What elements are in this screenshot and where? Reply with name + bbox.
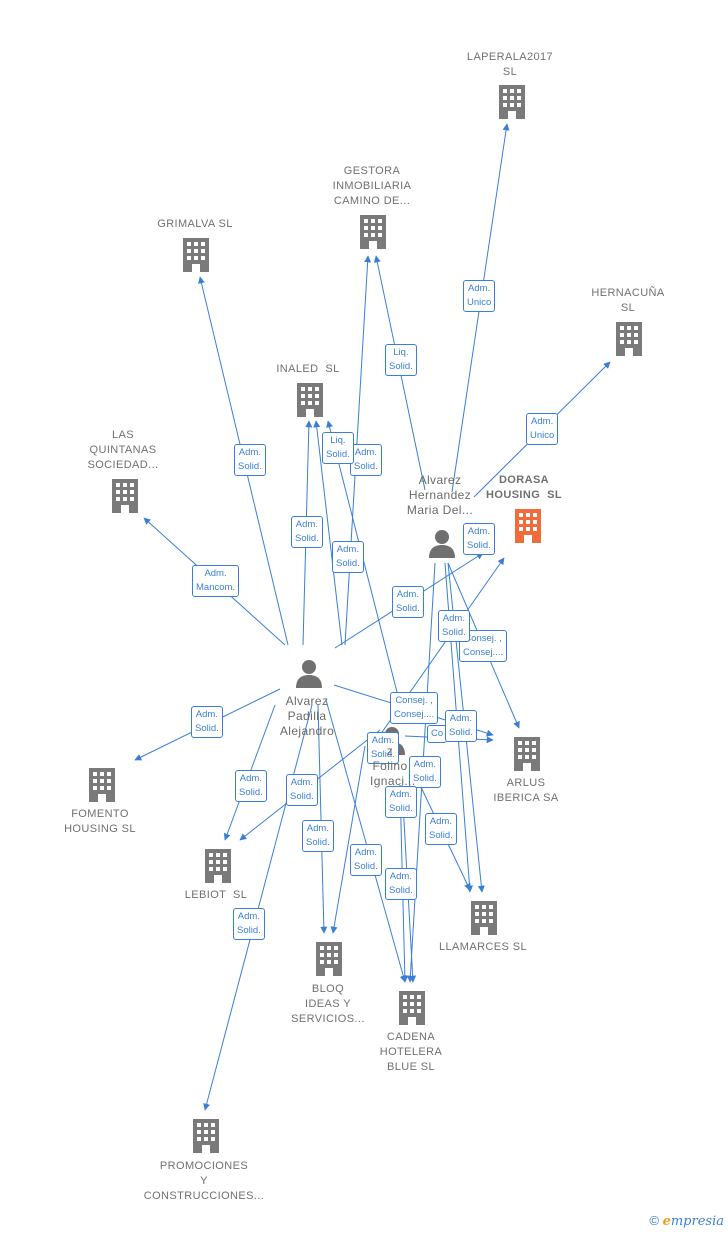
- person-label[interactable]: Alvarez Padilla Alejandro: [279, 694, 335, 738]
- person-label[interactable]: Alvarez Hernandez Maria Del...: [406, 473, 474, 517]
- edge-label[interactable]: Adm. Solid.: [286, 774, 318, 806]
- edge-label[interactable]: Adm. Solid.: [332, 541, 364, 573]
- building-icon[interactable]: [316, 942, 342, 976]
- edge-label[interactable]: Liq. Solid.: [385, 344, 417, 376]
- edge-label[interactable]: Adm. Solid.: [385, 868, 417, 900]
- building-icon[interactable]: [193, 1119, 219, 1153]
- building-icon[interactable]: [514, 737, 540, 771]
- company-label[interactable]: ARLUS IBERICA SA: [493, 777, 559, 804]
- edge-label[interactable]: Adm. Solid.: [291, 516, 323, 548]
- edge-line: [325, 699, 407, 983]
- edge-label[interactable]: Adm. Solid.: [425, 813, 457, 845]
- edge-label[interactable]: Adm. Solid.: [438, 610, 470, 642]
- edge-label[interactable]: Adm. Solid.: [385, 786, 417, 818]
- edge-label[interactable]: Liq. Solid.: [322, 432, 354, 464]
- building-icon[interactable]: [89, 768, 115, 802]
- building-icon[interactable]: [515, 509, 541, 543]
- edge-line: [203, 704, 313, 1111]
- person-label[interactable]: z Folino Ignaci...: [370, 744, 416, 788]
- company-label[interactable]: GESTORA INMOBILIARIA CAMINO DE...: [332, 165, 412, 207]
- edge-label[interactable]: Adm. Solid.: [350, 844, 382, 876]
- company-label[interactable]: LEBIOT SL: [184, 889, 248, 901]
- building-icon[interactable]: [471, 901, 497, 935]
- building-icon[interactable]: [499, 85, 525, 119]
- company-label[interactable]: PROMOCIONES Y CONSTRUCCIONES...: [143, 1160, 265, 1202]
- edge-line: [317, 704, 328, 934]
- building-icon[interactable]: [183, 238, 209, 272]
- edge-label[interactable]: Adm. Solid.: [302, 820, 334, 852]
- company-label[interactable]: GRIMALVA SL: [157, 218, 233, 230]
- building-icon[interactable]: [297, 383, 323, 417]
- company-label[interactable]: DORASA HOUSING SL: [486, 474, 562, 501]
- edge-label[interactable]: Adm. Solid.: [392, 586, 424, 618]
- edge-label[interactable]: Consej. , Consej....: [390, 692, 439, 724]
- edge-label[interactable]: Adm. Solid.: [235, 770, 267, 802]
- edge-label[interactable]: Adm. Solid.: [409, 756, 441, 788]
- edge-label[interactable]: Adm. Solid.: [445, 710, 477, 742]
- building-icon[interactable]: [205, 849, 231, 883]
- edge-label[interactable]: Adm. Solid.: [367, 732, 399, 764]
- edge-label[interactable]: Consej. , Consej....: [459, 630, 508, 662]
- building-icon[interactable]: [360, 215, 386, 249]
- company-label[interactable]: LAS QUINTANAS SOCIEDAD...: [87, 429, 159, 471]
- company-label[interactable]: FOMENTO HOUSING SL: [64, 808, 136, 835]
- person-icon[interactable]: [296, 660, 322, 688]
- company-label[interactable]: HERNACUÑA SL: [591, 287, 665, 314]
- edge-line: [313, 420, 343, 646]
- brand-logo: empresia: [662, 1214, 724, 1229]
- edge-label[interactable]: Adm. Solid.: [350, 444, 382, 476]
- building-icon[interactable]: [112, 479, 138, 513]
- company-label[interactable]: INALED SL: [276, 363, 340, 375]
- edge-label[interactable]: Adm. Unico: [463, 280, 496, 312]
- building-icon[interactable]: [399, 991, 425, 1025]
- edge-label[interactable]: Adm. Solid.: [233, 908, 265, 940]
- copyright-icon: ©: [649, 1213, 659, 1228]
- footer-brand[interactable]: © empresia: [649, 1213, 724, 1229]
- edge-label[interactable]: Adm. Solid.: [234, 444, 266, 476]
- edge-label[interactable]: Co: [427, 725, 448, 743]
- edge-label[interactable]: Adm. Unico: [526, 413, 559, 445]
- company-label[interactable]: BLOQ IDEAS Y SERVICIOS...: [291, 983, 365, 1025]
- person-icon[interactable]: [429, 530, 455, 558]
- edge-line: [330, 745, 366, 934]
- edge-label[interactable]: Adm. Solid.: [191, 706, 223, 738]
- edge-label[interactable]: Adm. Mancom.: [192, 565, 240, 597]
- company-label[interactable]: LLAMARCES SL: [439, 941, 527, 953]
- edge-label[interactable]: Adm. Solid.: [463, 523, 495, 555]
- company-label[interactable]: CADENA HOTELERA BLUE SL: [379, 1031, 443, 1073]
- company-label[interactable]: LAPERALA2017 SL: [466, 51, 554, 78]
- building-icon[interactable]: [616, 322, 642, 356]
